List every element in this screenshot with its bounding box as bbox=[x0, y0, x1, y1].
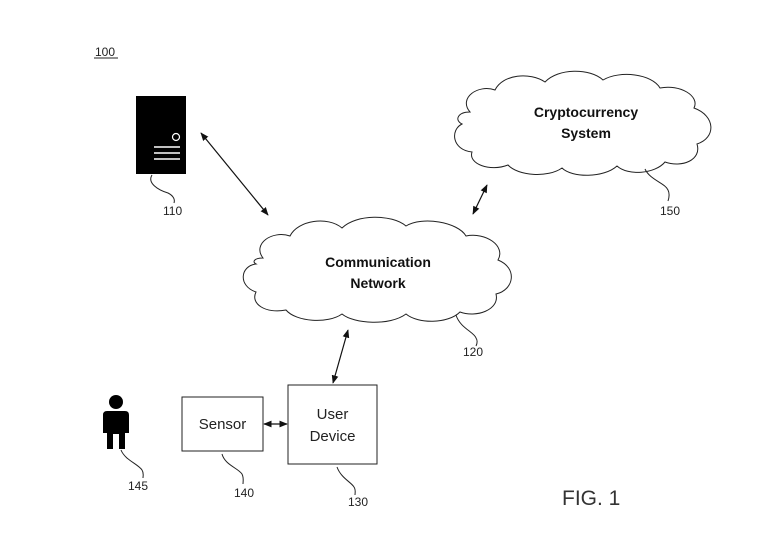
communication-network-cloud: Communication Network bbox=[242, 216, 512, 323]
sensor-label: Sensor bbox=[199, 416, 247, 433]
sensor-leader-line bbox=[221, 453, 244, 485]
user-device-label-line2: Device bbox=[310, 428, 356, 445]
server-icon bbox=[136, 96, 186, 174]
server-leader-line bbox=[150, 174, 175, 204]
cryptocurrency-system-label-line1: Cryptocurrency bbox=[534, 104, 638, 120]
server-network-connector bbox=[200, 132, 269, 216]
person-leader-line bbox=[120, 449, 144, 479]
user-device-ref-label: 130 bbox=[348, 495, 368, 509]
server-ref-label: 110 bbox=[163, 204, 182, 218]
person-icon bbox=[103, 395, 129, 449]
communication-network-leader-line bbox=[455, 314, 478, 347]
network-cryptocurrency-connector bbox=[472, 184, 488, 215]
user-device-leader-line bbox=[336, 466, 356, 496]
communication-network-ref-label: 120 bbox=[463, 345, 483, 359]
figure-label: FIG. 1 bbox=[562, 487, 620, 510]
network-user-device-connector bbox=[331, 329, 350, 384]
sensor-box: Sensor bbox=[181, 396, 264, 452]
user-device-label-line1: User bbox=[317, 406, 349, 423]
figure-ref-label: 100 bbox=[95, 45, 115, 59]
cryptocurrency-system-label-line2: System bbox=[561, 125, 611, 141]
communication-network-label-line2: Network bbox=[350, 275, 405, 291]
cryptocurrency-system-ref-label: 150 bbox=[660, 204, 680, 218]
person-ref-label: 145 bbox=[128, 479, 148, 493]
user-device-box: User Device bbox=[287, 384, 378, 465]
communication-network-label-line1: Communication bbox=[325, 254, 431, 270]
cryptocurrency-system-cloud: Cryptocurrency System bbox=[454, 70, 712, 176]
cryptocurrency-system-leader-line bbox=[644, 168, 670, 202]
sensor-ref-label: 140 bbox=[234, 486, 254, 500]
